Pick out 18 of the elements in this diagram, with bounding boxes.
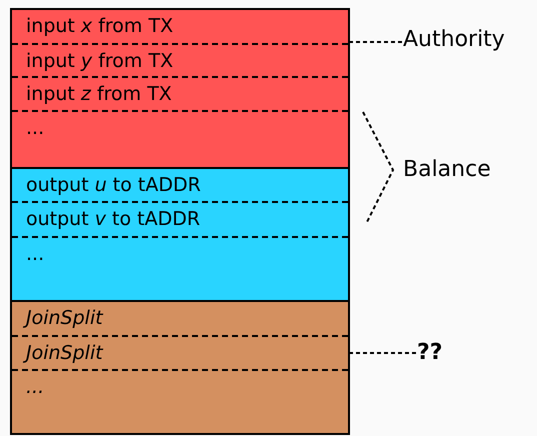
section-band (10, 8, 350, 169)
field-row: JoinSplit (12, 302, 348, 337)
field-row: JoinSplit (12, 337, 348, 371)
field-row: output u to tADDR (12, 169, 348, 203)
field-row: ... (12, 371, 348, 431)
annotation-label: Authority (403, 27, 505, 53)
field-row: input y from TX (12, 45, 348, 78)
annotation-label: ?? (417, 340, 443, 366)
annotation-label: Balance (403, 157, 491, 183)
section-band (10, 167, 350, 302)
field-row: ... (12, 112, 348, 167)
field-row: input z from TX (12, 78, 348, 112)
leader-line (350, 41, 402, 43)
field-row: output v to tADDR (12, 203, 348, 238)
leader-line (350, 352, 416, 354)
field-row: ... (12, 238, 348, 298)
section-band (10, 300, 350, 435)
field-row: input x from TX (12, 10, 348, 45)
